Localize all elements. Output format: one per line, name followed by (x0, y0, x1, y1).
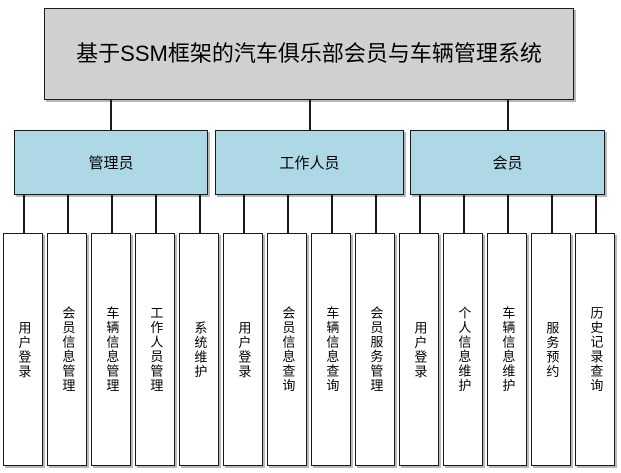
connector-root-to-role-2 (309, 100, 311, 130)
connector-root-to-role-1 (110, 100, 112, 130)
leaf-node-label: 工作人员管理 (148, 306, 164, 393)
connector-role2-to-leaf-2 (287, 195, 289, 235)
leaf-node: 车辆信息查询 (311, 233, 351, 466)
leaf-node: 个人信息维护 (443, 233, 483, 466)
role-node-label: 工作人员 (279, 155, 340, 172)
connector-root-to-role-3 (507, 100, 509, 130)
leaf-node: 车辆信息管理 (91, 233, 131, 466)
leaf-node-label: 用户登录 (236, 320, 252, 379)
leaf-node-label: 用户登录 (16, 320, 32, 379)
connector-role2-to-leaf-3 (331, 195, 333, 235)
role-node-staff: 工作人员 (215, 130, 404, 195)
connector-role3-to-leaf-2 (463, 195, 465, 235)
leaf-node: 车辆信息维护 (487, 233, 527, 466)
leaf-node-label: 会员信息管理 (60, 306, 76, 393)
connector-role1-to-leaf-1 (23, 195, 25, 235)
connector-role1-to-leaf-4 (155, 195, 157, 235)
leaf-node-label: 系统维护 (192, 320, 208, 379)
leaf-node-label: 车辆信息维护 (500, 306, 516, 393)
leaf-node: 服务预约 (531, 233, 571, 466)
root-node-system-title: 基于SSM框架的汽车俱乐部会员与车辆管理系统 (44, 8, 574, 100)
leaf-node-label: 车辆信息管理 (104, 306, 120, 393)
leaf-node: 系统维护 (179, 233, 219, 466)
leaf-node-label: 个人信息维护 (456, 306, 472, 393)
connector-role1-to-leaf-5 (199, 195, 201, 235)
connector-role2-to-leaf-1 (243, 195, 245, 235)
role-node-member: 会员 (410, 130, 605, 195)
root-node-label: 基于SSM框架的汽车俱乐部会员与车辆管理系统 (76, 40, 542, 66)
leaf-node: 会员信息管理 (47, 233, 87, 466)
leaf-node: 用户登录 (223, 233, 263, 466)
role-node-administrator: 管理员 (14, 130, 208, 195)
leaf-node-label: 服务预约 (544, 320, 560, 379)
leaf-node: 工作人员管理 (135, 233, 175, 466)
leaf-node-label: 历史记录查询 (588, 306, 604, 393)
leaf-node-label: 会员服务管理 (368, 306, 384, 393)
leaf-node-label: 车辆信息查询 (324, 306, 340, 393)
role-node-label: 会员 (492, 155, 523, 172)
leaf-node: 历史记录查询 (575, 233, 615, 466)
connector-role2-to-leaf-4 (375, 195, 377, 235)
role-node-label: 管理员 (88, 155, 134, 172)
connector-role3-to-leaf-5 (595, 195, 597, 235)
connector-role3-to-leaf-1 (419, 195, 421, 235)
leaf-node-label: 用户登录 (412, 320, 428, 379)
leaf-node: 会员信息查询 (267, 233, 307, 466)
leaf-node: 会员服务管理 (355, 233, 395, 466)
connector-role1-to-leaf-2 (67, 195, 69, 235)
leaf-node: 用户登录 (399, 233, 439, 466)
connector-role3-to-leaf-3 (507, 195, 509, 235)
connector-role3-to-leaf-4 (551, 195, 553, 235)
leaf-node: 用户登录 (3, 233, 43, 466)
leaf-node-label: 会员信息查询 (280, 306, 296, 393)
connector-role1-to-leaf-3 (111, 195, 113, 235)
